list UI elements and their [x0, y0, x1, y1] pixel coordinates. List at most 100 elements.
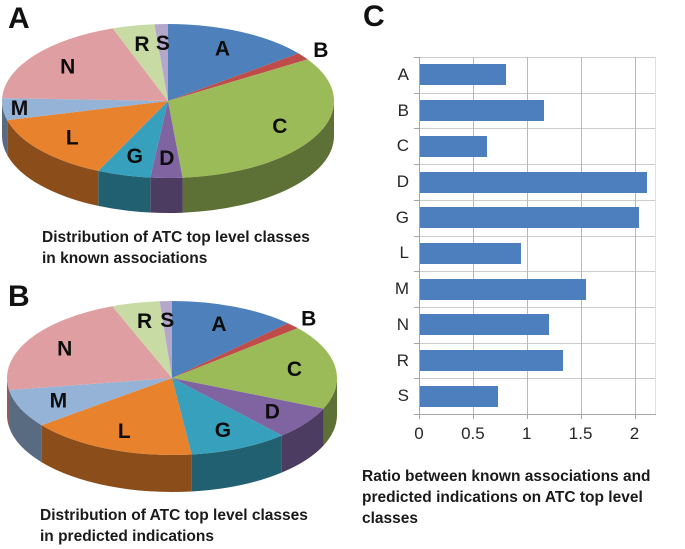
pie-slice-label-N: N: [60, 55, 75, 78]
x-axis-tick: [472, 414, 474, 419]
pie-slice-label-R: R: [134, 33, 149, 56]
bar-L: [420, 242, 522, 264]
pie-slice-side-D: [150, 177, 183, 213]
caption-predicted-indications: Distribution of ATC top level classes in…: [40, 507, 308, 545]
pie-slice-label-B: B: [301, 307, 316, 330]
gridline-vertical: [580, 57, 582, 414]
pie-slice-R: [112, 301, 172, 378]
pie-slice-label-B: B: [313, 39, 328, 62]
pie-slice-side-D: [281, 408, 324, 473]
category-label-S: S: [397, 386, 409, 406]
pie-slice-label-D: D: [265, 400, 280, 423]
pie-slice-G: [98, 101, 168, 178]
gridline-horizontal: [419, 271, 656, 273]
category-label-M: M: [394, 279, 409, 299]
y-axis-tick: [414, 128, 419, 130]
y-axis-tick: [414, 271, 419, 273]
y-axis-tick: [414, 306, 419, 308]
pie-slice-G: [172, 378, 282, 455]
pie-slice-label-S: S: [160, 309, 174, 332]
pie-slice-label-M: M: [11, 97, 29, 120]
pie-slice-label-G: G: [127, 145, 143, 168]
category-label-D: D: [396, 172, 409, 191]
pie-slice-C: [172, 328, 337, 409]
pie-slice-M: [2, 98, 169, 121]
pie-slice-A: [168, 24, 299, 101]
y-axis-tick: [414, 378, 419, 380]
pie-slice-label-C: C: [272, 115, 287, 138]
pie-slice-side-M: [2, 101, 8, 156]
gridline-horizontal: [419, 92, 656, 94]
pie-slice-label-L: L: [118, 420, 131, 443]
pie-slice-side-G: [98, 170, 151, 213]
gridline-horizontal: [419, 235, 656, 237]
x-tick-label-0: 0: [414, 424, 424, 443]
pie-slice-C: [168, 59, 335, 178]
pie-slice-side-C: [323, 378, 337, 446]
pie-slice-side-M: [9, 390, 42, 463]
pie-slice-label-C: C: [287, 358, 302, 381]
pie-slice-side-G: [191, 435, 282, 492]
pie-slice-S: [159, 301, 172, 378]
pie-slice-label-A: A: [215, 38, 230, 61]
gridline-horizontal: [419, 164, 656, 166]
x-tick-label-1: 1: [521, 424, 532, 443]
gridline-vertical: [634, 57, 636, 414]
y-axis-tick: [414, 57, 419, 58]
pie-slice-label-M: M: [50, 389, 68, 412]
pie-slice-label-L: L: [66, 127, 79, 150]
gridline-horizontal: [419, 342, 656, 344]
pie-slice-R: [112, 24, 168, 101]
pie-slice-L: [7, 101, 168, 171]
bar-plot-area: [419, 57, 656, 415]
bar-C: [420, 135, 487, 157]
bar-N: [420, 314, 550, 336]
bar-G: [420, 207, 639, 229]
category-label-R: R: [396, 350, 409, 370]
gridline-horizontal: [419, 306, 656, 308]
category-label-G: G: [395, 207, 409, 227]
pie-slice-N: [6, 306, 173, 391]
y-axis-tick: [414, 235, 419, 237]
y-axis-tick: [414, 199, 419, 201]
pie-slice-S: [154, 24, 168, 101]
category-label-A: A: [397, 64, 409, 84]
pie-slice-label-A: A: [211, 313, 226, 336]
category-label-C: C: [396, 136, 409, 156]
pie-slice-D: [150, 101, 183, 178]
x-axis-tick: [580, 414, 582, 419]
bar-B: [420, 100, 544, 122]
caption-known-associations: Distribution of ATC top level classes in…: [42, 229, 310, 267]
x-tick-label-2: 2: [629, 424, 640, 443]
caption-ratio-chart: Ratio between known associations and pre…: [362, 468, 651, 527]
x-axis-tick: [526, 414, 528, 419]
gridline-vertical: [526, 57, 528, 414]
category-label-L: L: [399, 243, 409, 263]
panel-b-letter: B: [8, 280, 30, 313]
gridline-vertical: [472, 57, 474, 414]
bar-M: [420, 278, 586, 300]
pie-slice-B: [172, 323, 298, 378]
x-axis-tick: [419, 414, 420, 419]
gridline-horizontal: [419, 414, 656, 415]
pie-slice-B: [168, 53, 308, 101]
bar-S: [420, 385, 498, 407]
pie-slice-label-D: D: [159, 147, 174, 170]
pie-slice-label-N: N: [57, 338, 72, 361]
bar-A: [420, 64, 507, 86]
category-label-N: N: [396, 314, 409, 334]
panel-a-letter: A: [8, 2, 30, 35]
panel-c-letter: C: [363, 0, 385, 33]
gridline-horizontal: [419, 378, 656, 380]
pie-slice-side-C: [182, 101, 334, 213]
pie-slice-D: [172, 378, 324, 436]
y-axis-tick: [414, 414, 419, 415]
y-axis-tick: [414, 92, 419, 94]
gridline-horizontal: [419, 57, 656, 58]
pie-slice-L: [41, 378, 192, 455]
plot-right-border: [655, 57, 656, 414]
x-tick-label-0.5: 0.5: [461, 424, 485, 443]
